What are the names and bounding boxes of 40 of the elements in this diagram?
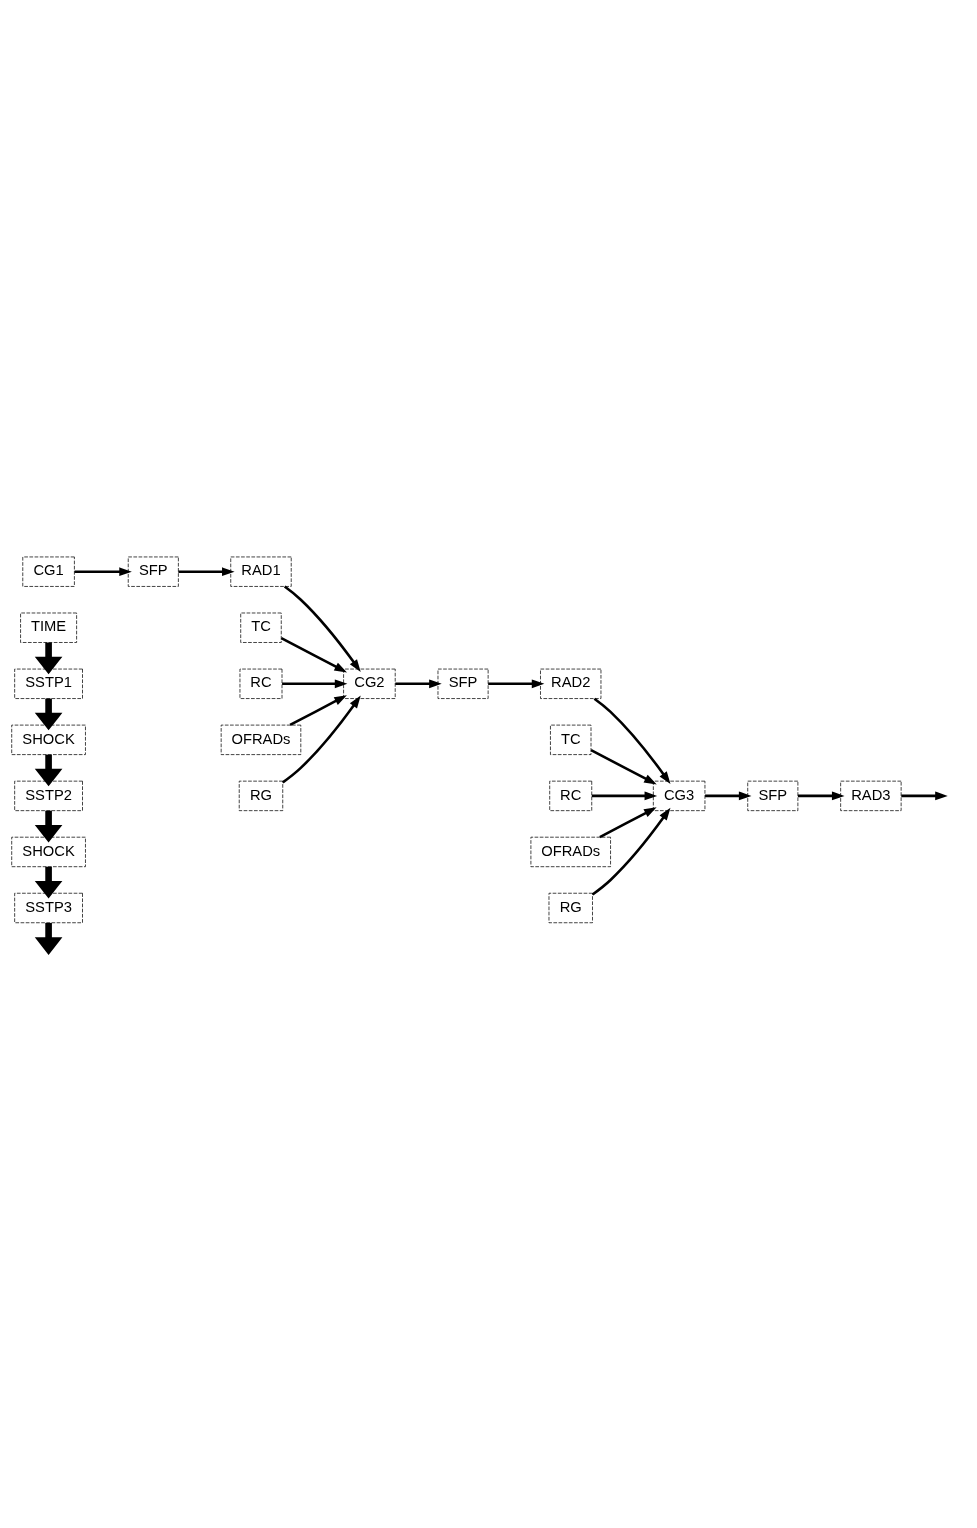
- node-box: TIME: [20, 612, 77, 643]
- arrow: [178, 567, 235, 577]
- arrow: [593, 697, 671, 785]
- arrow: [280, 636, 347, 673]
- node-box: SFP: [437, 668, 489, 699]
- node-box: RC: [239, 668, 283, 699]
- arrow: [488, 679, 545, 689]
- arrow: [283, 585, 361, 672]
- arrow: [289, 695, 347, 727]
- node-box: OFRADs: [530, 836, 611, 868]
- node-box: SSTP2: [14, 780, 83, 811]
- node-box: CG2: [343, 668, 396, 699]
- arrow: [74, 567, 132, 577]
- node-box: TC: [240, 612, 282, 643]
- node-box: CG1: [22, 556, 75, 587]
- arrow: [797, 791, 845, 801]
- node-box: RAD3: [840, 780, 902, 811]
- node-box: SHOCK: [11, 724, 86, 755]
- arrow: [599, 807, 657, 839]
- node-box: RG: [238, 780, 284, 811]
- arrow: [705, 791, 752, 801]
- node-box: CG3: [652, 780, 706, 811]
- node-box: RAD2: [540, 668, 602, 699]
- arrow: [282, 679, 348, 689]
- node-box: RG: [548, 892, 593, 924]
- arrow: [395, 679, 442, 689]
- node-box: RC: [549, 780, 593, 811]
- node-box: OFRADs: [220, 724, 302, 755]
- node-box: SSTP1: [14, 668, 83, 699]
- node-box: SFP: [127, 556, 179, 587]
- arrow: [901, 791, 948, 801]
- node-box: TC: [550, 724, 592, 755]
- arrow: [590, 749, 657, 785]
- arrow: [591, 807, 671, 896]
- node-box: RAD1: [230, 556, 292, 587]
- arrow: [591, 791, 658, 801]
- node-box: SSTP3: [14, 892, 83, 924]
- node-box: SHOCK: [11, 836, 86, 868]
- arrow: [282, 695, 361, 784]
- node-box: SFP: [747, 780, 799, 811]
